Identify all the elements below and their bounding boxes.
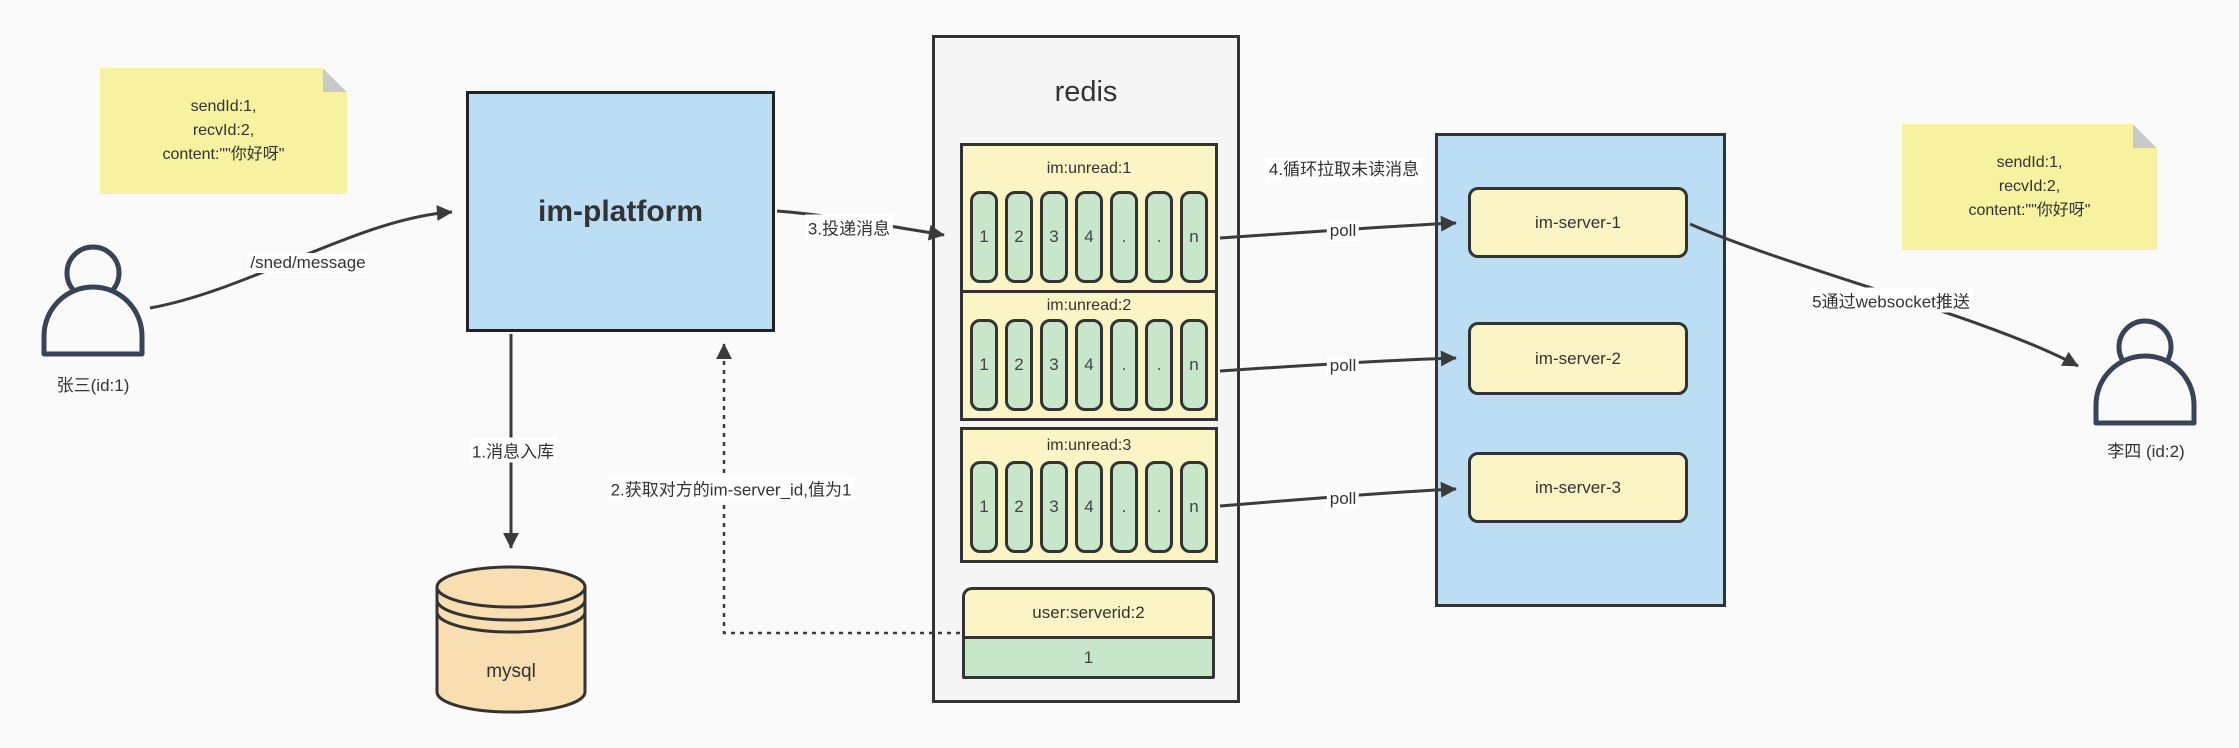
user-serverid-box: user:serverid:2 1 <box>962 587 1215 679</box>
queue-cell: . <box>1145 461 1173 553</box>
poll-label-3: poll <box>1326 489 1360 509</box>
queue-cell: 2 <box>1005 319 1033 411</box>
queue-cell: . <box>1110 461 1138 553</box>
queue-cell: 3 <box>1040 461 1068 553</box>
queue-cell: 4 <box>1075 461 1103 553</box>
poll-label-1: poll <box>1326 221 1360 241</box>
queue-cell: 3 <box>1040 191 1068 283</box>
queue-im-unread-3: im:unread:3 1 2 3 4 . . n <box>960 427 1218 563</box>
sticky-note-right: sendId:1, recvId:2, content:""你好呀" <box>1902 124 2157 250</box>
queue-cells: 1 2 3 4 . . n <box>963 461 1215 560</box>
note-line: content:""你好呀" <box>162 146 285 163</box>
note-fold-icon <box>2133 124 2157 148</box>
im-server-2-box: im-server-2 <box>1468 322 1688 395</box>
kv-value: 1 <box>965 636 1212 676</box>
queue-cell: . <box>1145 191 1173 283</box>
im-platform-label: im-platform <box>538 194 703 228</box>
im-server-label: im-server-2 <box>1535 348 1621 368</box>
queue-cell: 2 <box>1005 191 1033 283</box>
note-line: sendId:1, <box>190 98 257 115</box>
queue-header: im:unread:3 <box>1046 436 1132 454</box>
queue-header: im:unread:2 <box>1046 297 1132 314</box>
mysql-cylinder <box>435 565 587 714</box>
kv-header: user:serverid:2 <box>1032 603 1145 622</box>
queue-cell: . <box>1110 319 1138 411</box>
queue-header: im:unread:1 <box>1046 159 1132 177</box>
sticky-note-left: sendId:1, recvId:2, content:""你好呀" <box>100 68 347 194</box>
receiver-label: 李四 (id:2) <box>2107 442 2185 461</box>
poll-loop-label: 4.循环拉取未读消息 <box>1265 158 1423 183</box>
receiver-person-icon <box>2093 318 2197 426</box>
note-line: sendId:1, <box>1996 154 2063 171</box>
mysql-label: mysql <box>486 661 536 682</box>
queue-im-unread-1: im:unread:1 1 2 3 4 . . n <box>960 143 1218 293</box>
poll-label-2: poll <box>1326 356 1360 376</box>
store-label: 1.消息入库 <box>468 437 558 463</box>
queue-cell: 2 <box>1005 461 1033 553</box>
queue-im-unread-2: im:unread:2 1 2 3 4 . . n <box>960 290 1218 421</box>
note-line: recvId:2, <box>1998 178 2061 195</box>
note-line: recvId:2, <box>192 122 255 139</box>
im-platform-box: im-platform <box>466 91 775 332</box>
queue-cell: n <box>1180 461 1208 553</box>
im-server-label: im-server-3 <box>1535 477 1621 497</box>
note-fold-icon <box>323 68 347 92</box>
queue-cell: . <box>1110 191 1138 283</box>
sender-label: 张三(id:1) <box>56 376 130 395</box>
get-serverid-label: 2.获取对方的im-server_id,值为1 <box>607 475 855 501</box>
queue-cells: 1 2 3 4 . . n <box>963 191 1215 290</box>
queue-cell: 1 <box>970 191 998 283</box>
queue-cell: n <box>1180 319 1208 411</box>
sender-person-icon <box>41 244 145 357</box>
im-server-3-box: im-server-3 <box>1468 452 1688 523</box>
deliver-label: 3.投递消息 <box>804 214 894 240</box>
queue-cell: 3 <box>1040 319 1068 411</box>
send-message-label: /sned/message <box>247 253 369 273</box>
note-line: content:""你好呀" <box>1968 202 2091 219</box>
queue-cell: 1 <box>970 461 998 553</box>
queue-cell: n <box>1180 191 1208 283</box>
im-server-label: im-server-1 <box>1535 212 1621 232</box>
queue-cell: 1 <box>970 319 998 411</box>
websocket-push-label: 5通过websocket推送 <box>1809 287 1973 313</box>
queue-cell: 4 <box>1075 319 1103 411</box>
queue-cells: 1 2 3 4 . . n <box>963 319 1215 418</box>
queue-cell: 4 <box>1075 191 1103 283</box>
redis-title: redis <box>1054 76 1118 108</box>
queue-cell: . <box>1145 319 1173 411</box>
im-server-1-box: im-server-1 <box>1468 187 1688 258</box>
